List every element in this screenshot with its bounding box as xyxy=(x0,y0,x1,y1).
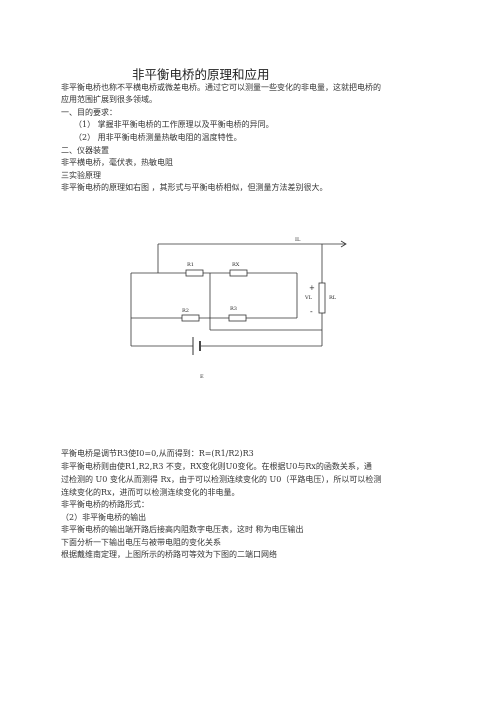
para-line-2: 过检测的 U0 变化从而测得 Rx，由于可以检测连续变化的 U0（平路电压），所… xyxy=(61,475,382,484)
r3-resistor xyxy=(228,314,247,322)
subsection-2-heading: （2）非平衡电桥的输出 xyxy=(61,513,147,522)
output-line-1: 非平衡电桥的输出端开路后接高内阻数字电压表，这时 称为电压输出 xyxy=(61,525,304,534)
plus-sign: + xyxy=(309,284,315,292)
battery-label: E xyxy=(200,374,204,380)
rx-resistor xyxy=(229,269,248,277)
rx-label: RX xyxy=(232,262,240,268)
output-line-3: 根据戴维南定理，上图所示的桥路可等效为下图的二端口网络 xyxy=(61,550,277,559)
page-title: 非平衡电桥的原理和应用 xyxy=(132,67,270,82)
il-label: IL xyxy=(295,237,301,243)
section-2-heading: 二、仪器装置 xyxy=(61,146,109,155)
section-1-item-1: （1） 掌握非平衡电桥的工作原理以及平衡电桥的异同。 xyxy=(74,120,274,129)
para-line-1: 非平衡电桥则由使R1,R2,R3 不变，RX变化则U0变化。在根据U0与Rx的函… xyxy=(61,462,372,471)
balance-formula: 平衡电桥是调节R3使I0=0,从而得到：R=(R1/R2)R3 xyxy=(61,449,254,458)
section-2-text: 非平横电桥，毫伏表，热敏电阻 xyxy=(61,158,173,167)
intro-line-1: 非平衡电桥也称不平横电桥或微差电桥。通过它可以测量一些变化的非电量，这就把电桥的 xyxy=(61,83,381,92)
minus-sign: - xyxy=(310,307,313,316)
il-arrow xyxy=(340,240,347,248)
r2-resistor xyxy=(181,314,200,322)
output-line-2: 下面分析一下输出电压与被带电阻的变化关系 xyxy=(61,538,221,547)
section-1-item-2: （2） 用非平衡电桥测量热敏电阻的温度特性。 xyxy=(74,133,242,142)
r1-label: R1 xyxy=(187,262,194,268)
para-line-3: 连续变化的Rx，进而可以检测连续变化的非电量。 xyxy=(61,488,240,497)
rl-label: RL xyxy=(329,295,337,301)
rl-resistor xyxy=(318,282,326,314)
section-1-heading: 一、目的要求： xyxy=(61,108,117,117)
section-3-heading: 三实验原理 xyxy=(61,171,101,180)
bridge-forms: 非平衡电桥的桥路形式： xyxy=(61,500,149,509)
r2-label: R2 xyxy=(182,308,189,314)
r3-label: R3 xyxy=(230,306,237,312)
intro-line-2: 应用范围扩展到很多领域。 xyxy=(61,95,157,104)
vl-label: VL xyxy=(304,295,313,301)
r1-resistor xyxy=(185,269,204,277)
section-3-text: 非平衡电桥的原理如右图 ，其形式与平衡电桥相似，但测量方法差别很大。 xyxy=(61,183,328,192)
